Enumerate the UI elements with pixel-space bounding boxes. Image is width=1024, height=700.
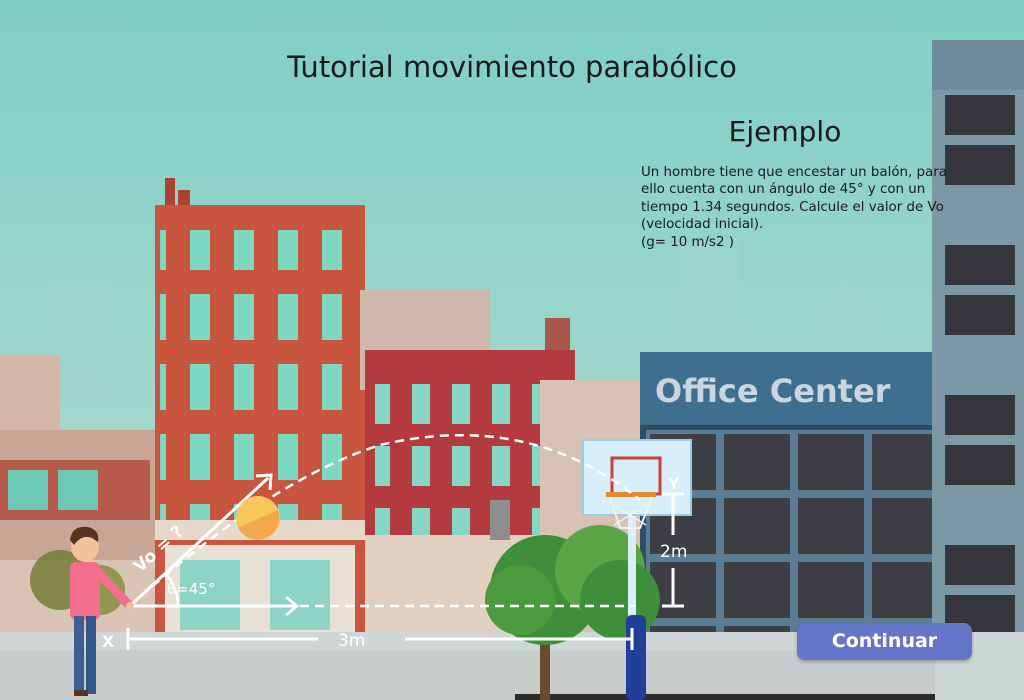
page-title: Tutorial movimiento parabólico	[287, 50, 737, 84]
example-line: Un hombre tiene que encestar un balón, p…	[641, 165, 947, 180]
example-line: ello cuenta con un ángulo de 45° y con u…	[641, 182, 926, 198]
velocity-vector	[128, 476, 270, 608]
basketball	[236, 496, 280, 540]
distance-label: 3m	[338, 631, 365, 651]
height-label: 2m	[660, 542, 687, 562]
right-tall-building	[932, 40, 1024, 700]
distance-measure	[126, 628, 634, 650]
example-line: tiempo 1.34 segundos. Calcule el valor d…	[641, 199, 944, 215]
x-axis-arrowhead	[285, 595, 300, 617]
street	[0, 650, 935, 700]
office-sign: Office Center	[655, 372, 891, 410]
example-line: (g= 10 m/s2 )	[641, 234, 735, 250]
angle-arc	[164, 572, 180, 607]
continue-button[interactable]: Continuar	[797, 623, 972, 660]
y-axis-label: Y	[667, 474, 680, 493]
x-axis-label: X	[102, 632, 115, 651]
example-heading: Ejemplo	[728, 115, 842, 148]
height-measure	[662, 492, 684, 608]
example-problem-text: Un hombre tiene que encestar un balón, p…	[641, 164, 991, 251]
distant-skyline	[50, 240, 870, 400]
velocity-arrowhead	[255, 473, 273, 491]
trajectory-path	[129, 433, 641, 607]
brick-building	[155, 178, 365, 635]
angle-label: θ=45°	[167, 580, 215, 598]
person-throwing	[70, 526, 134, 696]
example-line: (velocidad inicial).	[641, 217, 764, 233]
